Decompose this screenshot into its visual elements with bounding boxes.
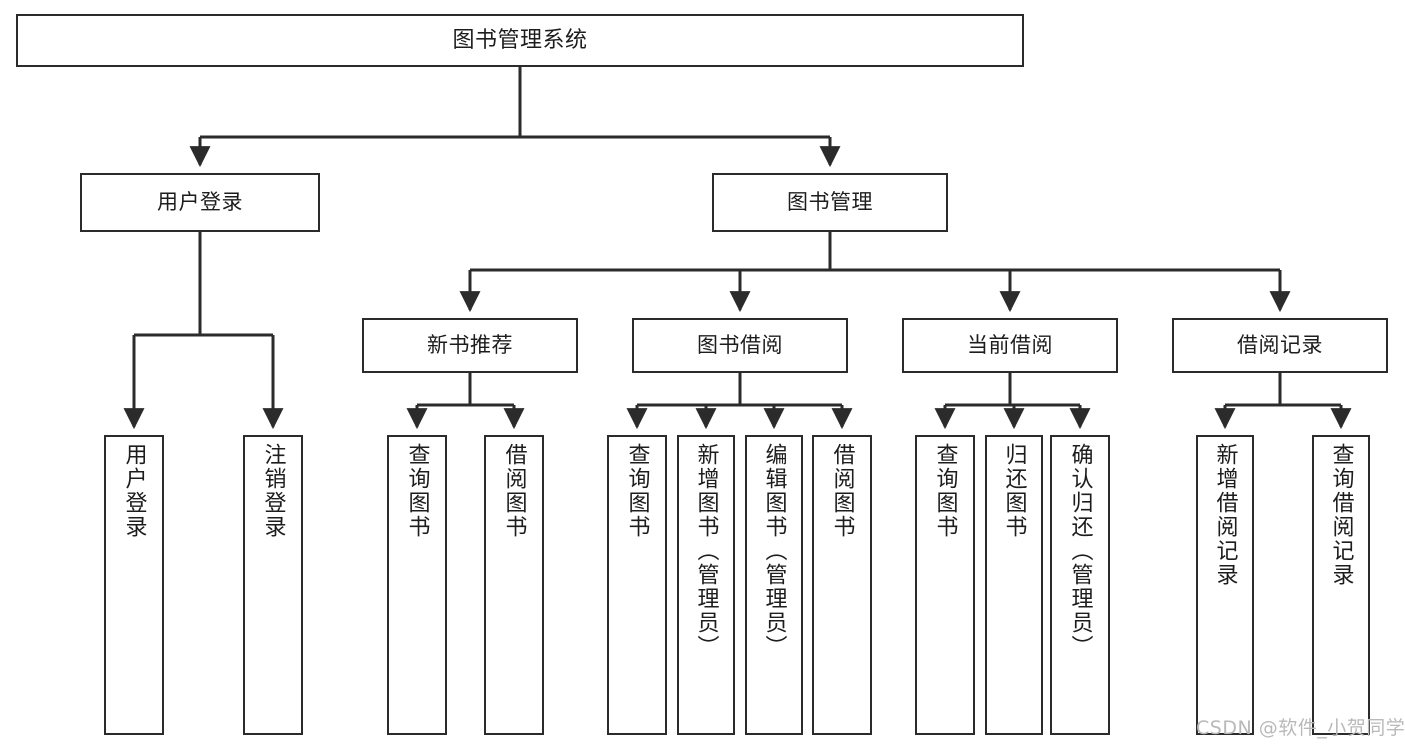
node-leaf-add-record-label: 新增借阅记录 — [1212, 443, 1238, 587]
node-borrow-record[interactable]: 借阅记录 — [1172, 318, 1388, 373]
node-new-book-rec[interactable]: 新书推荐 — [362, 318, 578, 373]
node-book-borrow-label: 图书借阅 — [697, 333, 783, 358]
node-leaf-borrow-book-1-label: 借阅图书 — [501, 443, 527, 539]
node-leaf-query-book-3[interactable]: 查询图书 — [915, 435, 975, 735]
node-root[interactable]: 图书管理系统 — [16, 14, 1024, 67]
node-current-borrow[interactable]: 当前借阅 — [902, 318, 1118, 373]
node-leaf-return-book-label: 归还图书 — [1001, 443, 1027, 539]
node-user-login[interactable]: 用户登录 — [80, 173, 320, 232]
node-leaf-query-book-1[interactable]: 查询图书 — [387, 435, 447, 735]
node-leaf-user-login[interactable]: 用户登录 — [104, 435, 164, 735]
node-leaf-return-book[interactable]: 归还图书 — [985, 435, 1043, 735]
node-new-book-rec-label: 新书推荐 — [427, 333, 513, 358]
node-book-manage-label: 图书管理 — [787, 190, 873, 215]
node-leaf-borrow-book-2-label: 借阅图书 — [829, 443, 855, 539]
node-leaf-user-logout[interactable]: 注销登录 — [243, 435, 303, 735]
node-leaf-borrow-book-2[interactable]: 借阅图书 — [812, 435, 872, 735]
node-leaf-add-book[interactable]: 新增图书（管理员） — [677, 435, 735, 735]
node-leaf-borrow-book-1[interactable]: 借阅图书 — [484, 435, 544, 735]
node-leaf-edit-book-label: 编辑图书（管理员） — [761, 443, 787, 659]
node-leaf-add-book-label: 新增图书（管理员） — [693, 443, 719, 659]
node-leaf-query-book-1-label: 查询图书 — [404, 443, 430, 539]
watermark: CSDN @软件_小贺同学 — [1196, 717, 1405, 739]
node-leaf-query-book-2[interactable]: 查询图书 — [607, 435, 667, 735]
node-leaf-user-logout-label: 注销登录 — [260, 443, 286, 539]
node-leaf-user-login-label: 用户登录 — [121, 443, 147, 539]
node-leaf-confirm-return-label: 确认归还（管理员） — [1067, 443, 1093, 659]
node-leaf-confirm-return[interactable]: 确认归还（管理员） — [1050, 435, 1110, 735]
node-current-borrow-label: 当前借阅 — [967, 333, 1053, 358]
node-root-label: 图书管理系统 — [452, 27, 588, 53]
node-user-login-label: 用户登录 — [157, 190, 243, 215]
node-leaf-query-record[interactable]: 查询借阅记录 — [1312, 435, 1370, 735]
node-leaf-add-record[interactable]: 新增借阅记录 — [1196, 435, 1254, 735]
node-leaf-query-record-label: 查询借阅记录 — [1328, 443, 1354, 587]
node-book-manage[interactable]: 图书管理 — [712, 173, 948, 232]
node-book-borrow[interactable]: 图书借阅 — [632, 318, 848, 373]
node-leaf-edit-book[interactable]: 编辑图书（管理员） — [745, 435, 803, 735]
node-leaf-query-book-3-label: 查询图书 — [932, 443, 958, 539]
node-borrow-record-label: 借阅记录 — [1237, 333, 1323, 358]
node-leaf-query-book-2-label: 查询图书 — [624, 443, 650, 539]
